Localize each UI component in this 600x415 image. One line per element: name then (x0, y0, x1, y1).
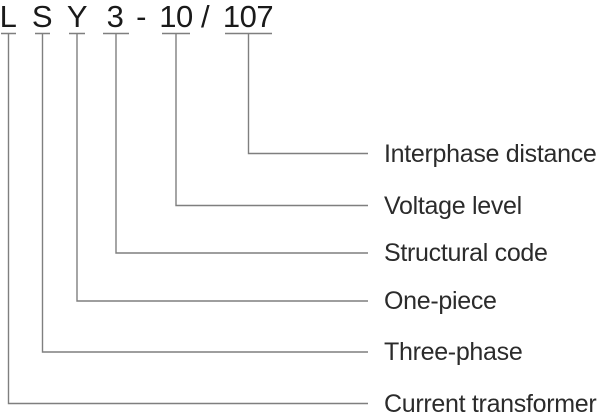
label-voltage-level: Voltage level (384, 192, 522, 220)
label-one-piece: One-piece (384, 287, 497, 315)
code-segment-10: 10 (159, 0, 193, 34)
code-segment-slash: / (200, 0, 210, 34)
label-structural-code: Structural code (384, 239, 548, 267)
connector-current-transformer (1, 32, 368, 405)
code-segment-l: L (0, 0, 17, 34)
code-segment-s: S (31, 0, 53, 34)
connector-three-phase (35, 32, 368, 353)
connector-structural-code (103, 32, 368, 254)
label-three-phase: Three-phase (384, 338, 523, 366)
connector-voltage-level (162, 32, 368, 207)
label-interphase-distance: Interphase distance (384, 140, 597, 168)
code-segment-y: Y (66, 0, 88, 34)
code-segment-107: 107 (222, 0, 274, 34)
code-segment-3: 3 (106, 0, 124, 34)
connector-interphase-distance (225, 32, 368, 155)
label-current-transformer: Current transformer (384, 390, 597, 415)
code-segment-hyphen: - (136, 0, 146, 34)
connector-one-piece (69, 32, 368, 302)
